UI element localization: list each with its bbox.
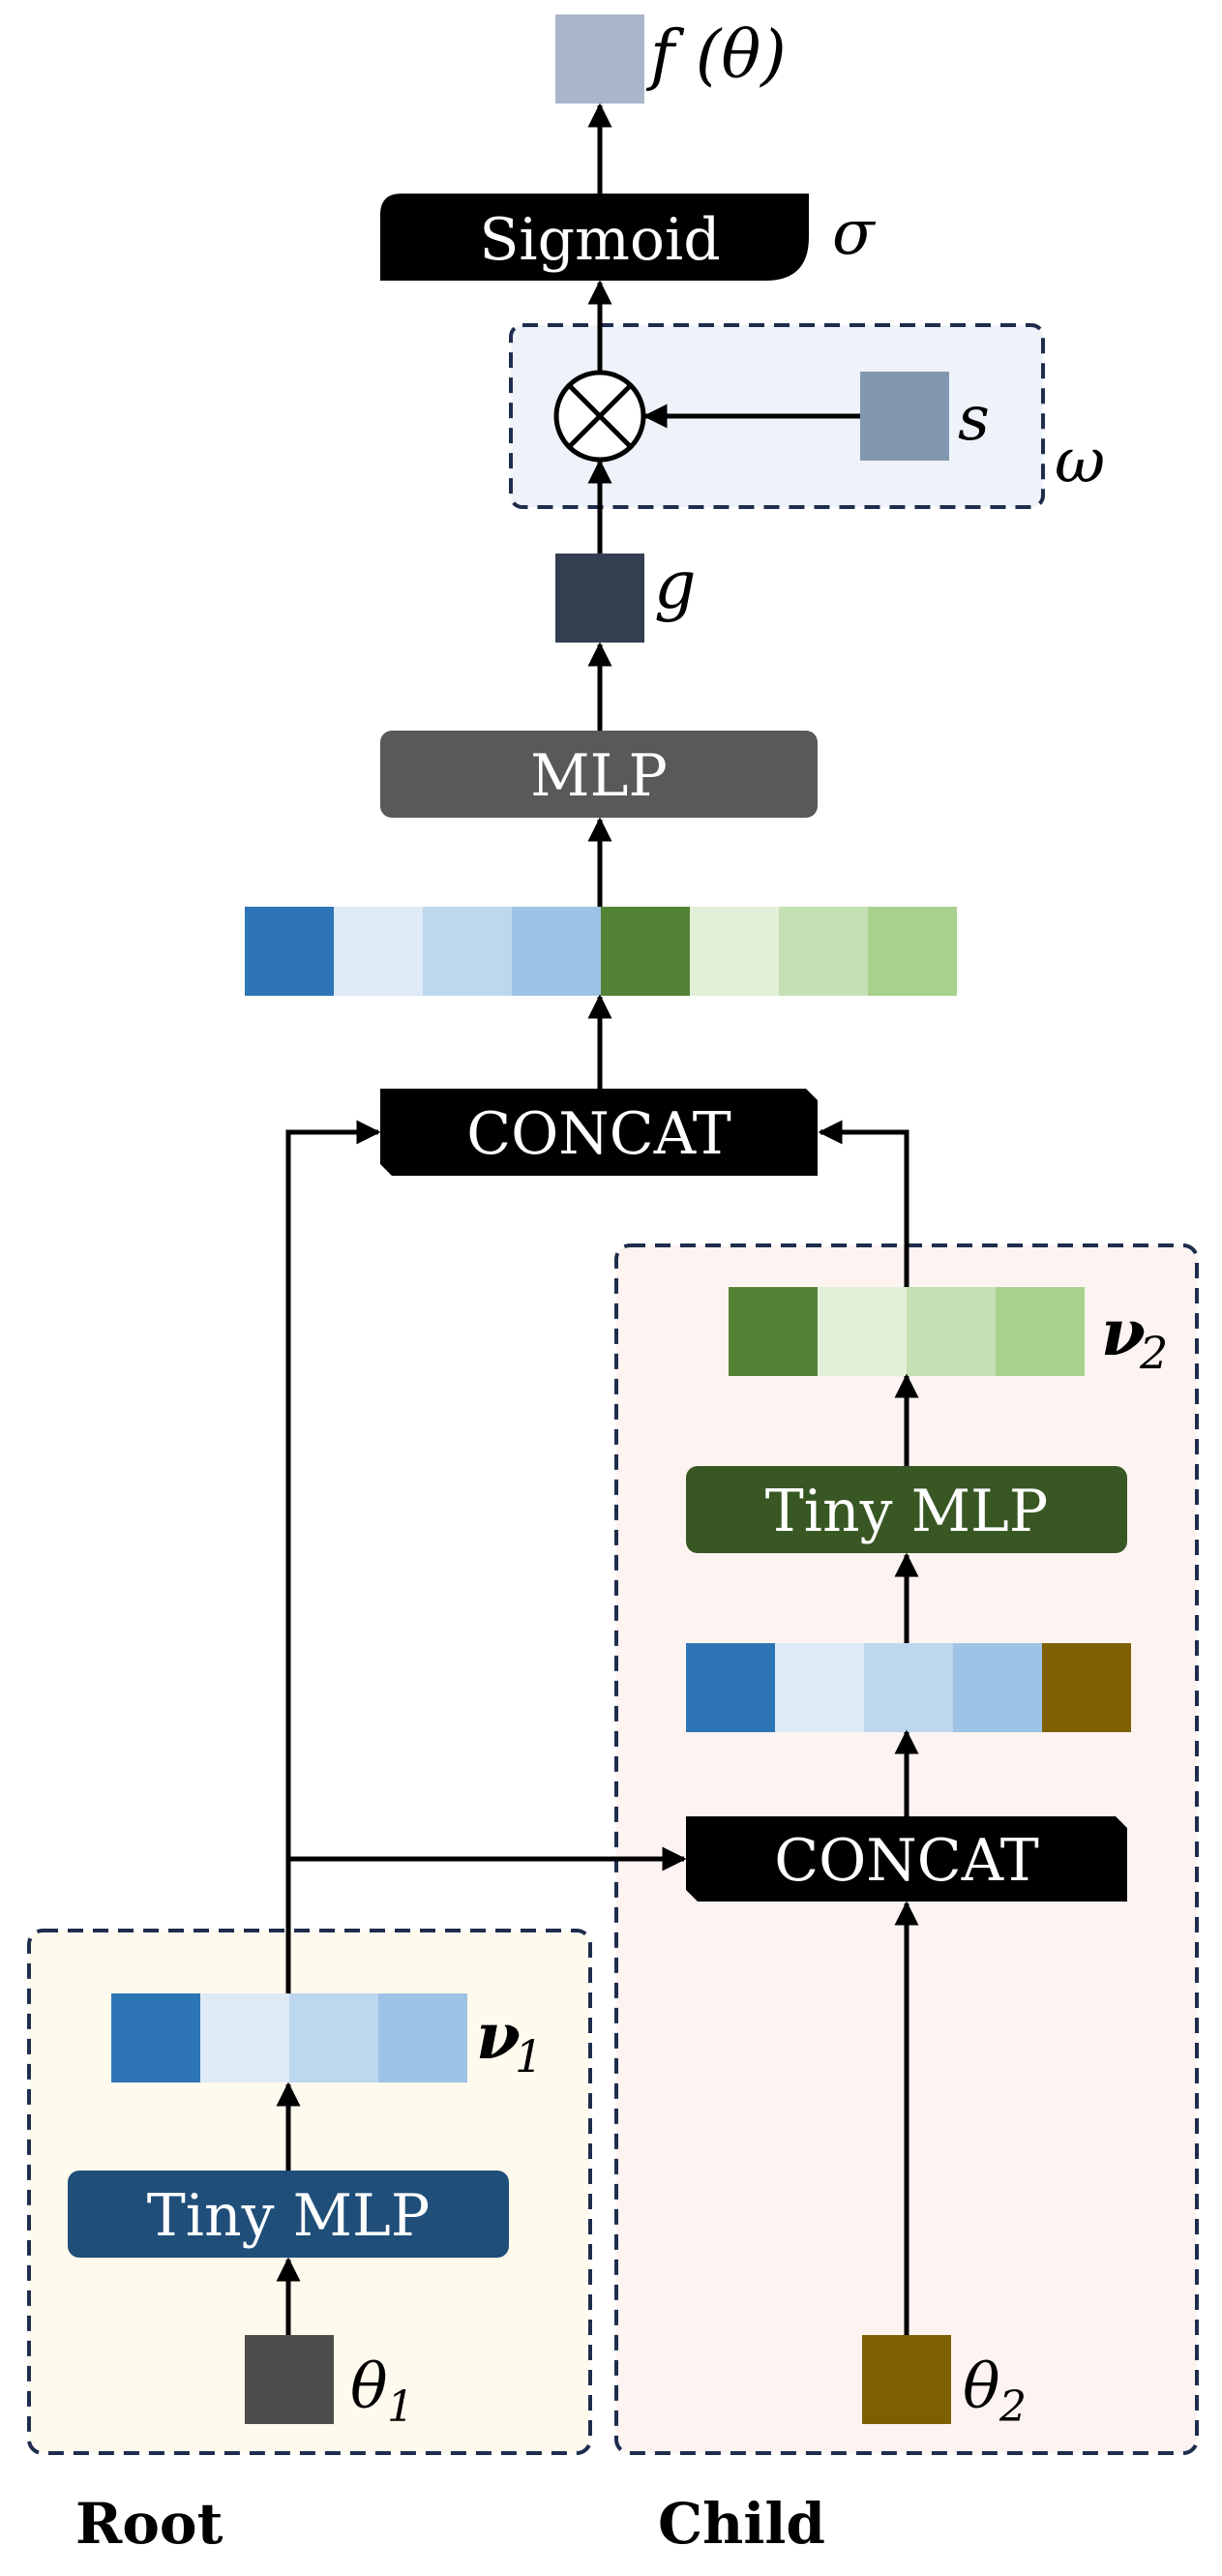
child-input-vector-cell — [864, 1643, 953, 1732]
child-input-vector-cell — [1042, 1643, 1131, 1732]
top-vector-cell — [868, 907, 957, 996]
s-node — [860, 372, 949, 461]
v2-label: ν — [1101, 1295, 1146, 1370]
root-tiny-mlp-box — [68, 2171, 509, 2258]
multiply-cross-b — [567, 383, 633, 449]
s-label: s — [958, 383, 990, 455]
v1-vector-cell — [111, 1993, 200, 2082]
g-node — [555, 554, 644, 643]
output-node — [555, 15, 644, 104]
concat-child-label: CONCAT — [774, 1827, 1039, 1895]
arrows — [276, 103, 919, 2335]
theta2-node — [862, 2335, 951, 2424]
arrow-v1-to-concat — [285, 1120, 381, 1993]
sigmoid-symbol: σ — [832, 197, 877, 269]
output-label: f (θ) — [645, 17, 787, 94]
child-input-vector — [686, 1643, 1131, 1732]
child-input-vector-cell — [953, 1643, 1042, 1732]
sigmoid-box — [380, 194, 809, 281]
concat-top-label: CONCAT — [466, 1100, 731, 1168]
v2-vector — [729, 1287, 1085, 1376]
root-region-label: Root — [75, 2491, 224, 2557]
v1-label: ν — [476, 1998, 521, 2074]
arrow-v2-to-concat — [818, 1120, 909, 1287]
theta1-subscript: 1 — [387, 2382, 414, 2432]
root-tiny-mlp-label: Tiny MLP — [147, 2182, 430, 2250]
v2-vector-cell — [996, 1287, 1085, 1376]
concat-top-box — [380, 1089, 818, 1176]
top-vector-cell — [334, 907, 423, 996]
child-region-label: Child — [658, 2491, 825, 2557]
v1-vector-cell — [200, 1993, 289, 2082]
top-vector-cell — [779, 907, 868, 996]
top-vector-cell — [512, 907, 601, 996]
sigmoid-label: Sigmoid — [479, 206, 720, 274]
child-input-vector-cell — [686, 1643, 775, 1732]
top-vector — [245, 907, 957, 996]
v2-vector-cell — [818, 1287, 907, 1376]
v2-vector-cell — [729, 1287, 818, 1376]
top-vector-cell — [601, 907, 690, 996]
mlp-label: MLP — [530, 742, 668, 810]
top-vector-cell — [245, 907, 334, 996]
v1-vector — [111, 1993, 467, 2082]
v1-vector-cell — [378, 1993, 467, 2082]
concat-child-box — [686, 1816, 1127, 1902]
v2-subscript: 2 — [1139, 1327, 1168, 1379]
child-input-vector-cell — [775, 1643, 864, 1732]
g-label: g — [654, 548, 697, 624]
omega-symbol: ω — [1055, 426, 1105, 497]
theta1-node — [245, 2335, 334, 2424]
v1-vector-cell — [289, 1993, 378, 2082]
theta2-label: θ — [963, 2351, 1000, 2423]
mlp-box — [380, 731, 818, 818]
child-tiny-mlp-box — [686, 1466, 1127, 1553]
theta1-label: θ — [350, 2351, 388, 2423]
v2-vector-cell — [907, 1287, 996, 1376]
child-tiny-mlp-label: Tiny MLP — [765, 1478, 1048, 1545]
top-vector-cell — [690, 907, 779, 996]
top-vector-cell — [423, 907, 512, 996]
v1-subscript: 1 — [515, 2030, 543, 2082]
theta2-subscript: 2 — [998, 2382, 1027, 2432]
